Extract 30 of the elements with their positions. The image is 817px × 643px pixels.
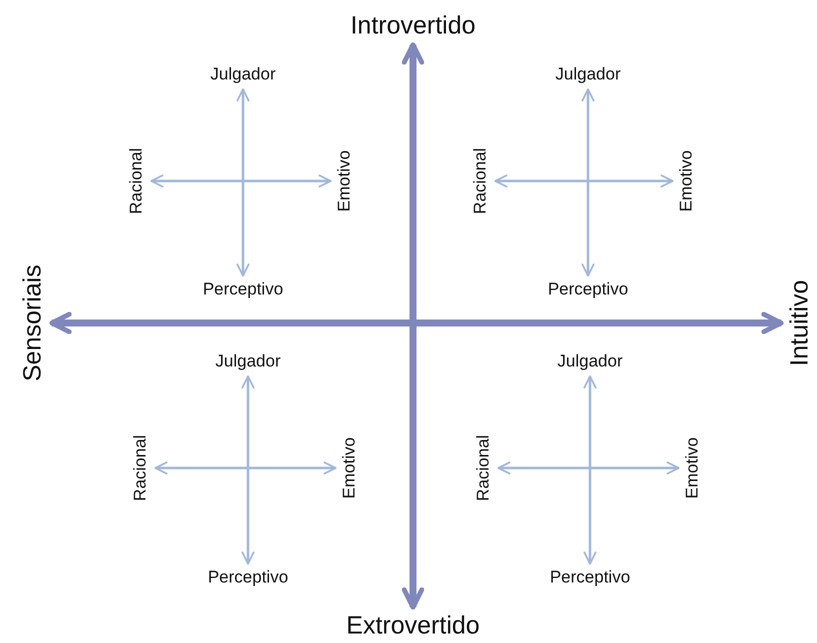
trait-label: Perceptivo: [208, 568, 288, 588]
double-arrow: [497, 462, 680, 474]
trait-label: Racional: [128, 148, 146, 214]
trait-label: Racional: [474, 434, 494, 502]
trait-label: Emotivo: [336, 150, 354, 212]
trait-label: Racional: [472, 148, 490, 214]
axis-label: Sensoriais: [19, 264, 47, 382]
trait-label: Emotivo: [684, 437, 702, 499]
double-arrow: [494, 174, 674, 188]
axis-label: Extrovertido: [346, 612, 480, 640]
trait-label: Perceptivo: [550, 568, 630, 588]
double-arrow: [242, 375, 254, 565]
trait-label: Julgador: [215, 352, 281, 372]
axis-label: Introvertido: [350, 12, 476, 40]
double-arrow: [582, 88, 594, 277]
double-arrow: [402, 42, 424, 610]
double-arrow: [150, 174, 332, 188]
trait-label: Julgador: [555, 66, 621, 84]
double-arrow: [236, 88, 250, 277]
trait-label: Emotivo: [678, 150, 696, 212]
double-arrow: [154, 462, 337, 474]
double-arrow: [584, 375, 596, 565]
trait-label: Emotivo: [340, 437, 360, 499]
trait-label: Julgador: [557, 352, 623, 372]
trait-label: Racional: [132, 434, 150, 502]
axis-label: Intuitivo: [786, 280, 814, 366]
double-arrow: [49, 312, 784, 334]
trait-label: Perceptivo: [202, 280, 284, 300]
trait-label: Perceptivo: [548, 280, 628, 300]
trait-label: Julgador: [210, 66, 276, 84]
